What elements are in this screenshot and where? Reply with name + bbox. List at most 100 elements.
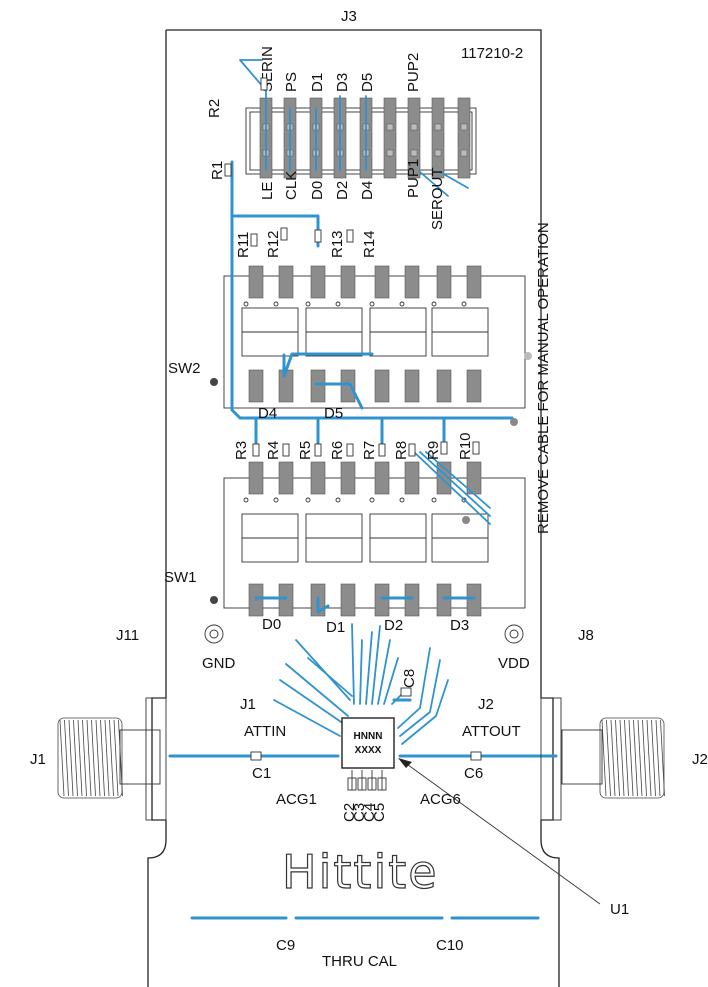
resistor [346,443,354,457]
label-attin: ATTIN [244,723,286,740]
resistor [346,229,354,243]
sma-connector-j2 [540,697,665,821]
label-r1: R1 [209,161,226,180]
hittite-logo: Hittite [282,845,439,899]
pin-label-bottom: PUP1 [405,159,422,198]
switch-pad [374,265,390,299]
u1-leader-line [403,761,601,905]
label-sw1-d0: D0 [262,616,281,633]
capacitor-label: C2 [341,803,358,822]
pin-label-bottom: LE [259,182,276,200]
label-vdd: VDD [498,655,530,672]
label-sw2-d5: D5 [324,405,343,422]
switch-pad [340,265,356,299]
header-connector-j3 [245,87,477,179]
label-sw2: SW2 [168,360,201,377]
label-thru-cal: THRU CAL [322,953,397,970]
label-c9: C9 [276,937,295,954]
label-j1-inner: J1 [240,696,256,713]
switch-pad [248,583,264,617]
resistor [472,441,480,455]
resistor-label: R4 [265,441,282,460]
resistor [280,227,288,241]
label-c6: C6 [464,765,483,782]
switch-pad [374,369,390,403]
resistor [314,229,322,243]
switch-pad [404,369,420,403]
pin-label-top: D3 [334,73,351,92]
switch-pad [278,461,294,495]
dip-switch-sw2 [223,265,526,409]
label-sw1-d3: D3 [450,617,469,634]
label-sw2-d4: D4 [258,405,277,422]
switch-pad [340,369,356,403]
resistor-label: R10 [457,432,474,460]
resistor [282,443,290,457]
pin-label-top: PUP2 [405,53,422,92]
resistor-label: R3 [233,441,250,460]
resistor [408,443,416,457]
resistor [260,77,268,91]
resistor [224,163,232,177]
switch-pad [466,369,482,403]
u1-arrow-head [398,758,412,768]
switch-pad [436,583,452,617]
label-j2-inner: J2 [478,696,494,713]
switch-pad [310,265,326,299]
mounting-holes [204,352,532,644]
pin-label-top: PS [283,72,300,92]
switch-pad [404,265,420,299]
label-j1-outer: J1 [30,751,46,768]
switch-pad [248,461,264,495]
pin-label-bottom: D0 [309,181,326,200]
resistor-label: R14 [361,230,378,258]
header-pin [407,97,421,179]
header-pin [383,97,397,179]
label-remove-cable-note: REMOVE CABLE FOR MANUAL OPERATION [535,222,552,534]
label-r2: R2 [206,99,223,118]
switch-pad [310,461,326,495]
resistor [252,443,260,457]
label-j2-outer: J2 [692,751,708,768]
header-pin [457,97,471,179]
resistor-label: R12 [265,230,282,258]
label-acg1: ACG1 [276,791,317,808]
label-j3: J3 [341,8,357,25]
capacitor-label: C5 [371,803,388,822]
switch-pad [404,583,420,617]
switch-pad [436,369,452,403]
resistor-label: R6 [329,441,346,460]
switch-pad [278,265,294,299]
resistor-footprints [224,77,482,761]
pin-label-bottom: D4 [359,181,376,200]
label-j8: J8 [578,627,594,644]
label-sw1: SW1 [164,569,197,586]
ic-u1: HNNN XXXX [341,717,395,791]
pin-label-bottom: D2 [334,181,351,200]
switch-pad [278,583,294,617]
resistor-label: R7 [361,441,378,460]
capacitor-label: C3 [351,803,368,822]
switch-pad [248,369,264,403]
pin-label-bottom: SEROUT [429,167,446,230]
capacitor [400,687,412,697]
header-pin [431,97,445,179]
label-part-number: 117210-2 [461,45,523,62]
label-gnd: GND [202,655,236,672]
pin-label-bottom: CLK [283,171,300,200]
resistor-label: R5 [297,441,314,460]
labels: J3 117210-2 J11 J8 J1 J2 U1 SW2 SW1 D4 D… [30,8,708,970]
switch-pad [466,265,482,299]
switch-pad [374,461,390,495]
ic-bottom-text: XXXX [355,745,382,756]
resistor [378,443,386,457]
pin-label-top: D1 [309,73,326,92]
label-c8: C8 [401,669,418,688]
capacitor-label: C4 [361,803,378,822]
resistor-label: R9 [425,441,442,460]
resistor-label: R11 [235,232,252,258]
resistor [250,233,258,247]
label-attout: ATTOUT [462,723,521,740]
